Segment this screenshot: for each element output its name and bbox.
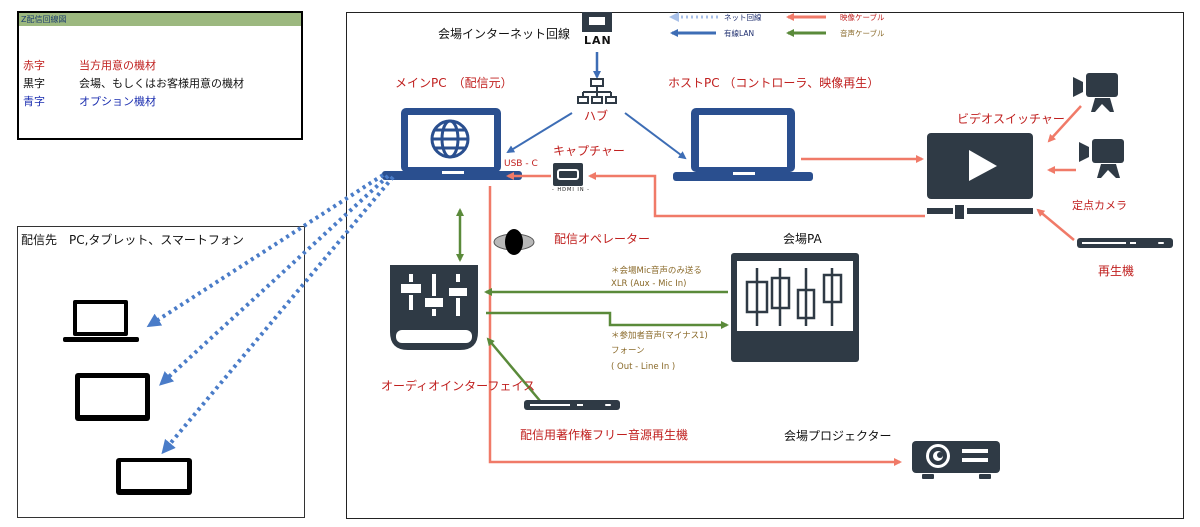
projector-label: 会場プロジェクター bbox=[784, 429, 892, 443]
legend-net-label: ネット回線 bbox=[724, 13, 762, 22]
audio-interface-mixer-icon bbox=[390, 265, 478, 350]
destination-title: 配信先 PC,タブレット、スマートフォン bbox=[21, 233, 244, 247]
stream-to-smartphone-line bbox=[161, 175, 395, 455]
video-switcher-icon bbox=[927, 133, 1033, 219]
legend-lan-label: 有線LAN bbox=[724, 29, 755, 38]
video-switcher-label: ビデオスイッチャー bbox=[957, 112, 1065, 126]
legend-row-black: 黒字 会場、もしくはお客様用意の機材 bbox=[23, 75, 244, 91]
camera-icon bbox=[1073, 73, 1118, 112]
stream-to-tablet-line bbox=[159, 174, 390, 386]
lan-port-icon bbox=[582, 12, 612, 32]
legend-key: 青字 bbox=[23, 95, 45, 108]
color-legend-panel: Z配信回線図 赤字 当方用意の機材 黒字 会場、もしくはお客様用意の機材 青字 オプシ… bbox=[17, 11, 303, 140]
globe-icon bbox=[430, 119, 470, 159]
legend-audio-label: 音声ケーブル bbox=[840, 29, 885, 38]
host-pc-laptop-icon bbox=[673, 108, 813, 181]
venue-pa-label: 会場PA bbox=[783, 232, 822, 246]
switcher-to-capture-line bbox=[588, 172, 925, 218]
venue-internet-label: 会場インターネット回線 bbox=[438, 27, 571, 41]
player-label: 再生機 bbox=[1098, 264, 1135, 278]
legend-value: オプション機材 bbox=[79, 95, 156, 108]
hub-to-host-pc-line bbox=[624, 112, 687, 160]
stream-to-laptop-line bbox=[146, 173, 385, 328]
lan-label: LAN bbox=[584, 34, 612, 47]
music-player-label: 配信用著作権フリー音源再生機 bbox=[520, 428, 689, 442]
hub-to-main-pc-line bbox=[506, 112, 573, 154]
host-pc-label: ホストPC （コントローラ、映像再生） bbox=[668, 76, 880, 90]
hdmi-in-label: - HDMI IN - bbox=[552, 187, 590, 193]
usb-c-label: USB - C bbox=[504, 159, 538, 169]
legend-value: 会場、もしくはお客様用意の機材 bbox=[79, 77, 244, 90]
main-pc-label: メインPC （配信元） bbox=[395, 76, 513, 90]
legend-title: Z配信回線図 bbox=[19, 13, 301, 26]
music-player-device-icon bbox=[524, 400, 620, 410]
main-pc-to-projector-line bbox=[488, 186, 902, 466]
main-pc-laptop-icon bbox=[382, 108, 522, 180]
legend-video-label: 映像ケーブル bbox=[840, 13, 885, 22]
legend-value: 当方用意の機材 bbox=[79, 59, 156, 72]
phone-type: フォーン bbox=[611, 346, 645, 356]
legend-row-red: 赤字 当方用意の機材 bbox=[23, 57, 156, 73]
legend-key: 赤字 bbox=[23, 59, 45, 72]
hub-label: ハブ bbox=[584, 109, 609, 123]
operator-label: 配信オペレーター bbox=[554, 232, 651, 246]
xlr-note: ＊会場Mic音声のみ送る bbox=[611, 266, 702, 276]
audio-interface-label: オーディオインターフェイス bbox=[381, 379, 536, 393]
destination-smartphone-icon bbox=[116, 458, 192, 495]
camera1-to-switcher-line bbox=[1047, 105, 1082, 143]
phone-connection: ( Out - Line In ) bbox=[611, 362, 676, 372]
phone-note: ＊参加者音声(マイナス1) bbox=[611, 331, 708, 341]
camera-icon bbox=[1079, 139, 1124, 178]
capture-device-icon bbox=[553, 163, 583, 186]
fixed-camera-label: 定点カメラ bbox=[1072, 199, 1127, 212]
player-to-switcher-line bbox=[1036, 208, 1075, 241]
legend-row-blue: 青字 オプション機材 bbox=[23, 93, 156, 109]
player-device-icon bbox=[1077, 238, 1173, 248]
line-legend bbox=[669, 12, 826, 37]
destination-tablet-icon bbox=[75, 373, 150, 421]
music-player-to-audio-interface-line bbox=[486, 337, 542, 403]
venue-pa-mixer-icon bbox=[731, 253, 859, 362]
audio-interface-to-pa-line bbox=[486, 311, 729, 329]
destination-laptop-icon bbox=[63, 300, 139, 342]
projector-icon bbox=[912, 441, 1000, 479]
xlr-connection: XLR (Aux - Mic In) bbox=[611, 279, 687, 289]
operator-icon bbox=[493, 229, 535, 255]
hub-icon bbox=[577, 78, 617, 104]
capture-label: キャプチャー bbox=[553, 144, 625, 158]
legend-key: 黒字 bbox=[23, 77, 45, 90]
